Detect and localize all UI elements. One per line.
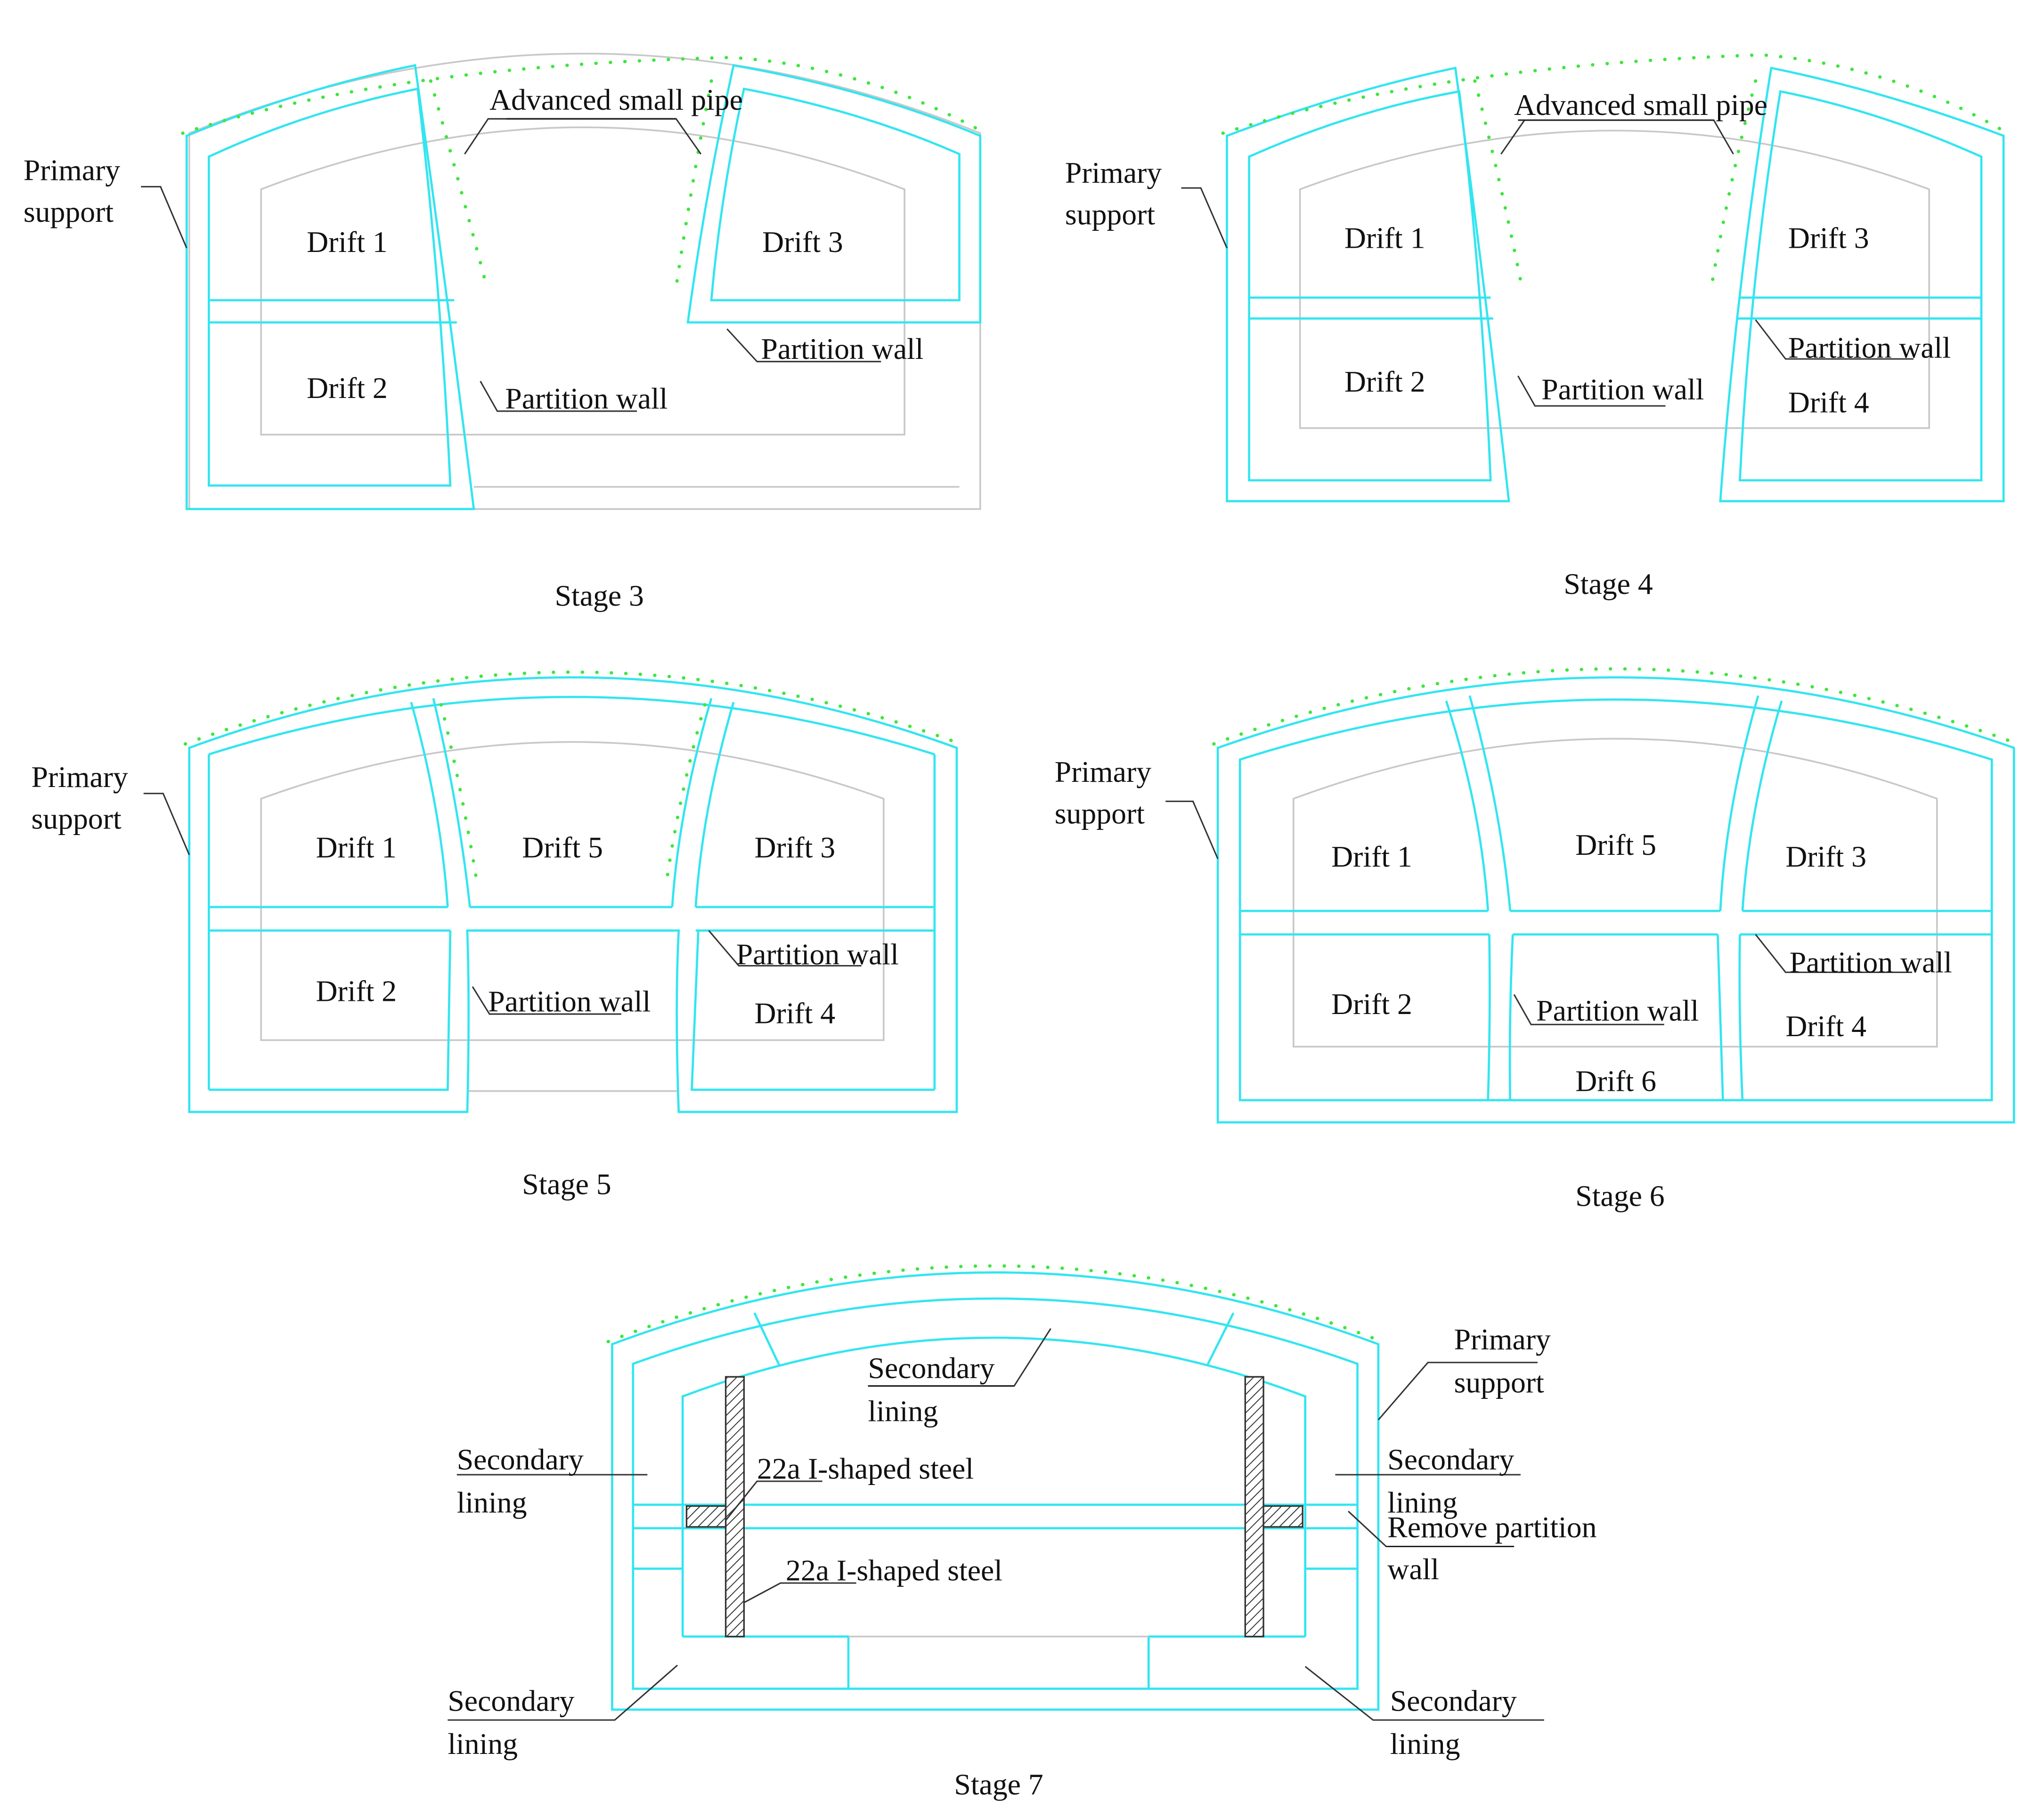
stage3-primary-support-line2: support [24, 195, 114, 228]
stage7-secondary-lining-left-line2: lining [457, 1485, 527, 1519]
advanced-small-pipes [606, 1264, 1384, 1344]
excavation-outline [188, 53, 981, 510]
stage3-pipe-label: Advanced small pipe [489, 83, 743, 116]
stage6-caption: Stage 6 [1575, 1179, 1664, 1212]
leaders [143, 793, 862, 1015]
stage4-drift2-label: Drift 2 [1344, 365, 1425, 398]
stage5-drift5-label: Drift 5 [522, 831, 603, 864]
stage7-secondary-lining-bottom-right-line1: Secondary [1390, 1684, 1517, 1718]
stage6-drift1-label: Drift 1 [1331, 840, 1412, 873]
secondary-lining [633, 1312, 1358, 1689]
stage7-primary-support-line1: Primary [1454, 1323, 1551, 1356]
stage3-primary-support-line1: Primary [24, 154, 120, 187]
stage7-secondary-lining-top-line1: Secondary [868, 1351, 995, 1385]
stage5-drift2-label: Drift 2 [316, 974, 397, 1007]
stage7-secondary-lining-right-line2: lining [1387, 1485, 1458, 1519]
stage7-secondary-lining-top-line2: lining [868, 1395, 938, 1428]
right-removed-partition [1262, 1505, 1303, 1528]
excavation-outline [1299, 130, 1930, 429]
stage7-secondary-lining-bottom-right-line2: lining [1390, 1727, 1460, 1761]
stage6-drift3-label: Drift 3 [1785, 840, 1866, 873]
stage5-primary-support-line2: support [31, 802, 121, 836]
stage-3-panel: Primary support Advanced small pipe Drif… [24, 53, 987, 612]
stage4-drift3-label: Drift 3 [1788, 221, 1869, 255]
stage6-primary-support-line2: support [1055, 797, 1145, 830]
stage3-drift3-label: Drift 3 [762, 225, 843, 259]
primary-support-left [1226, 66, 1510, 503]
excavation-outline [260, 741, 885, 1092]
stage4-drift4-label: Drift 4 [1788, 386, 1869, 419]
stage7-secondary-lining-left-line1: Secondary [457, 1443, 584, 1476]
primary-support-right [686, 64, 982, 324]
stage3-drift1-label: Drift 1 [307, 225, 388, 259]
stage5-partition-wall-b: Partition wall [736, 938, 899, 971]
advanced-small-pipes [181, 56, 987, 289]
stage4-partition-wall-a: Partition wall [1541, 373, 1704, 406]
primary-support-right [1719, 66, 2005, 503]
stage5-drift1-label: Drift 1 [316, 831, 397, 864]
stage5-caption: Stage 5 [522, 1167, 611, 1201]
stage4-primary-support-line2: support [1065, 198, 1155, 231]
primary-support [1216, 676, 2015, 1124]
stage5-drift3-label: Drift 3 [754, 831, 835, 864]
primary-support-left [185, 64, 475, 511]
stage5-drift4-label: Drift 4 [754, 996, 835, 1030]
stage7-remove-partition-line2: wall [1387, 1552, 1439, 1586]
stage3-caption: Stage 3 [555, 579, 644, 612]
stage-4-panel: Primary support Advanced small pipe Drif… [1065, 53, 2010, 601]
stage5-primary-support-line1: Primary [31, 760, 128, 794]
stage5-partition-wall-a: Partition wall [488, 985, 651, 1018]
leaders [141, 118, 881, 412]
stage7-secondary-lining-bottom-left-line1: Secondary [448, 1684, 574, 1718]
i-shaped-steel-columns [685, 1376, 1303, 1638]
stage7-caption: Stage 7 [954, 1768, 1043, 1801]
stage7-steel-lower-label: 22a I-shaped steel [786, 1554, 1002, 1587]
stage6-drift5-label: Drift 5 [1575, 828, 1656, 861]
stage7-steel-upper-label: 22a I-shaped steel [757, 1452, 974, 1485]
stage4-primary-support-line1: Primary [1065, 156, 1162, 189]
stage4-caption: Stage 4 [1564, 567, 1653, 601]
stage7-secondary-lining-right-line1: Secondary [1387, 1443, 1514, 1476]
stage4-drift1-label: Drift 1 [1344, 221, 1425, 255]
right-steel-column [1244, 1376, 1264, 1638]
stage4-partition-wall-b: Partition wall [1788, 331, 1951, 364]
stage6-drift4-label: Drift 4 [1785, 1009, 1866, 1043]
label-underlines [506, 118, 1714, 1548]
leaders [1165, 800, 1913, 1025]
stage6-partition-wall-a: Partition wall [1536, 994, 1699, 1027]
stage-6-panel: Primary support Drift 1 Drift 5 Drift 3 … [1055, 667, 2020, 1212]
stage6-partition-wall-b: Partition wall [1790, 945, 1952, 979]
advanced-small-pipes [1221, 53, 2010, 283]
left-removed-partition [685, 1505, 727, 1528]
stage-7-panel: Secondary lining Primary support Seconda… [448, 1264, 1596, 1801]
primary-support [188, 676, 958, 1113]
primary-support [611, 1271, 1380, 1711]
stage6-primary-support-line1: Primary [1055, 755, 1151, 788]
stage3-partition-wall-a: Partition wall [505, 381, 668, 415]
stage7-remove-partition-line1: Remove partition [1387, 1510, 1596, 1544]
stage3-drift2-label: Drift 2 [307, 371, 388, 405]
excavation-outline [1293, 738, 1938, 1048]
stage-5-panel: Primary support Drift 1 Drift 5 Drift 3 … [31, 670, 962, 1201]
stage6-drift6-label: Drift 6 [1575, 1064, 1656, 1098]
left-steel-column [725, 1376, 745, 1638]
stage7-secondary-lining-bottom-left-line2: lining [448, 1727, 518, 1761]
advanced-small-pipes [1212, 667, 2020, 746]
stage4-pipe-label: Advanced small pipe [1514, 88, 1767, 122]
stage7-primary-support-line2: support [1454, 1366, 1544, 1399]
stage3-partition-wall-b: Partition wall [761, 332, 923, 365]
stage6-drift2-label: Drift 2 [1331, 987, 1412, 1021]
